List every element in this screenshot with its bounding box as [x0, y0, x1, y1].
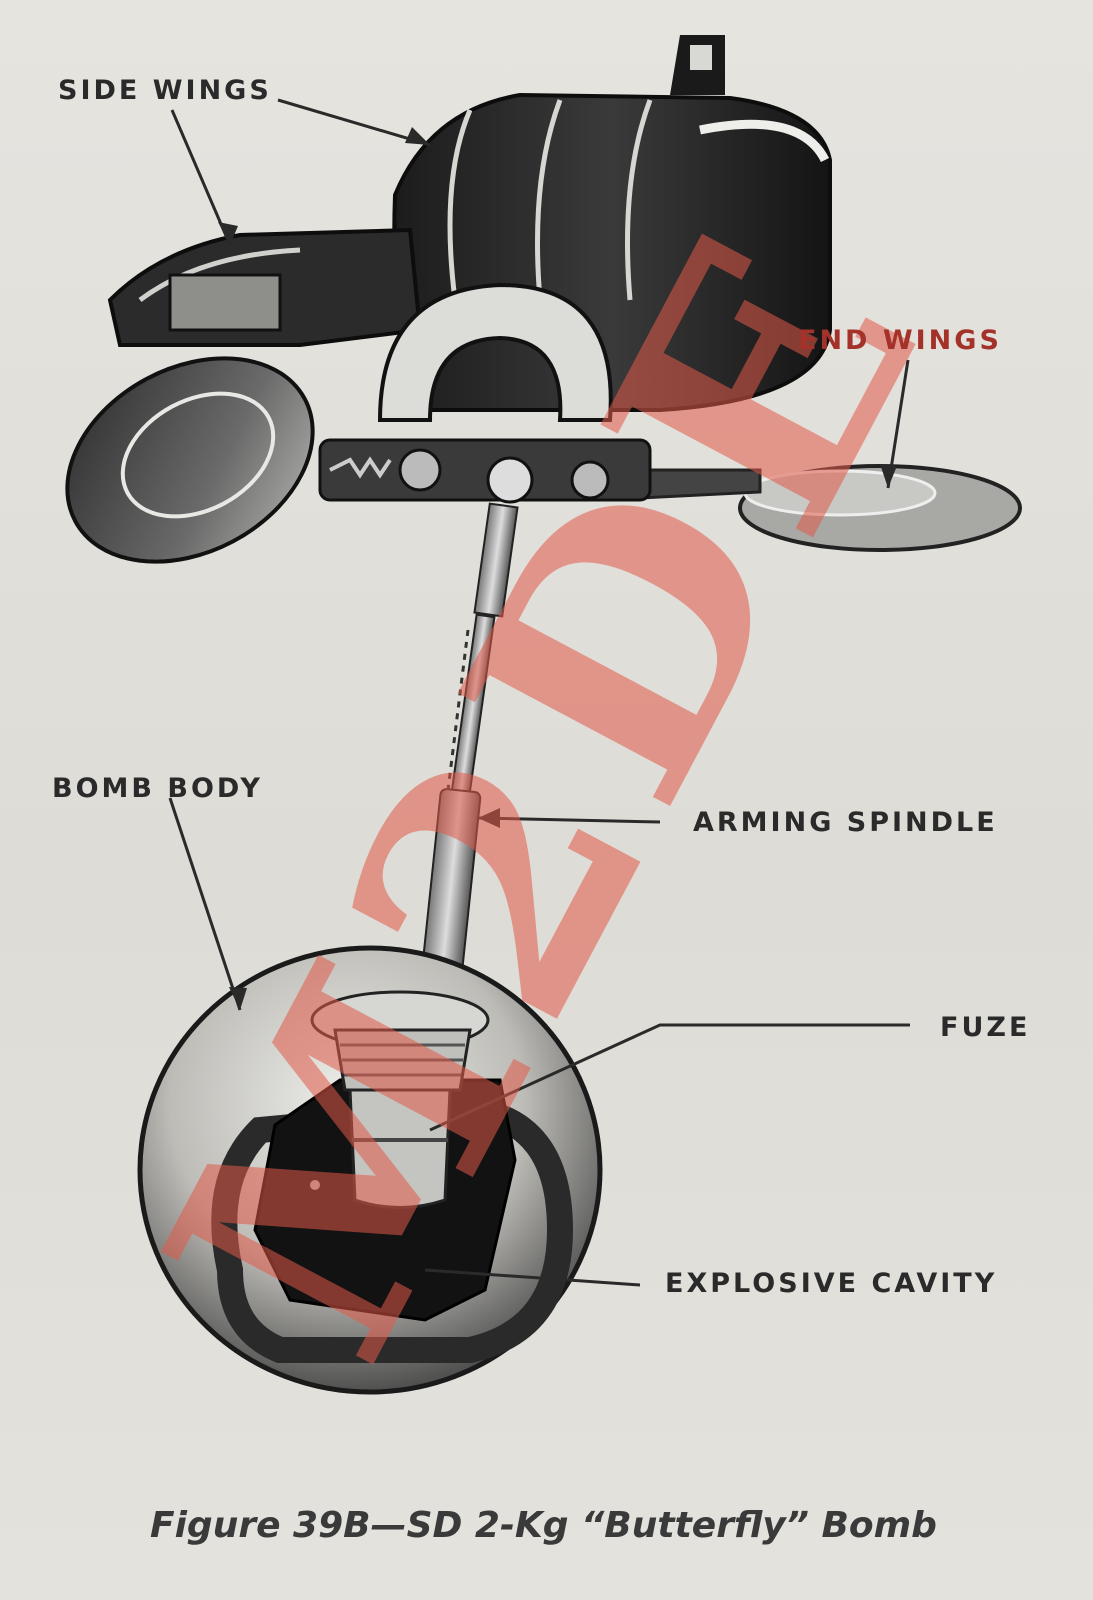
- leader-bomb-body: [168, 797, 242, 1011]
- arming-spindle: [418, 502, 519, 1002]
- figure-caption: Figure 39B—SD 2-Kg “Butterfly” Bomb: [150, 1505, 937, 1546]
- leader-arming-spindle: [477, 816, 661, 824]
- label-fuze: FUZE: [940, 1012, 1031, 1043]
- arrowheads: [218, 127, 897, 1010]
- side-wings-shell: [107, 35, 832, 504]
- fuze: [310, 990, 490, 1209]
- label-bomb-body: BOMB BODY: [52, 773, 263, 804]
- leader-fuze: [429, 1023, 910, 1132]
- leader-side-wings-right: [277, 98, 431, 147]
- label-arming-spindle: ARMING SPINDLE: [693, 807, 998, 838]
- label-side-wings: SIDE WINGS: [58, 75, 272, 106]
- left-end-wing: [65, 356, 315, 564]
- leader-explosive-cavity: [424, 1268, 641, 1287]
- label-explosive-cavity: EXPLOSIVE CAVITY: [665, 1268, 998, 1299]
- label-end-wings: END WINGS: [798, 325, 1002, 356]
- right-end-wing: [577, 464, 1022, 552]
